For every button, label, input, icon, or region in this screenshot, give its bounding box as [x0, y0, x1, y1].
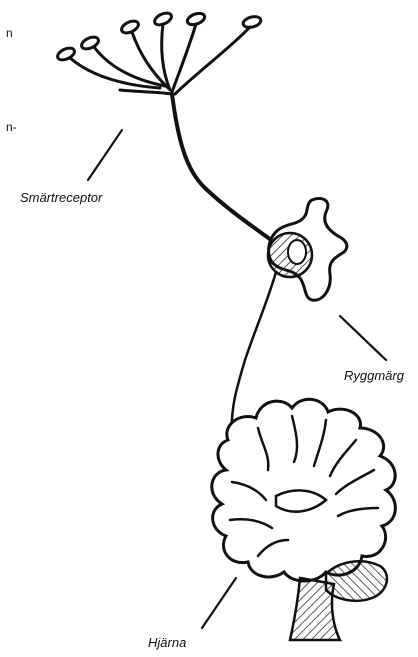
spinal-cord-pointer-line: [340, 316, 386, 360]
spinal-cord-label: Ryggmärg: [344, 368, 404, 383]
brain-pointer-line: [202, 578, 236, 628]
brain-label: Hjärna: [148, 635, 186, 650]
cerebellum: [326, 561, 387, 600]
receptor-endings: [56, 11, 262, 63]
receptor-label: Smärtreceptor: [20, 190, 102, 205]
edge-fragment-top: n: [6, 26, 13, 40]
nerve-fiber-upper: [172, 94, 278, 245]
receptor-pointer-line: [88, 130, 122, 180]
brain: [212, 399, 396, 640]
edge-fragment-middle: n-: [6, 120, 17, 134]
receptor-branches: [70, 24, 250, 94]
grey-matter: [288, 240, 306, 264]
nerve-ending: [120, 19, 141, 36]
nerve-ending: [242, 15, 262, 29]
spinal-cord: [268, 199, 347, 301]
brainstem: [290, 578, 340, 640]
